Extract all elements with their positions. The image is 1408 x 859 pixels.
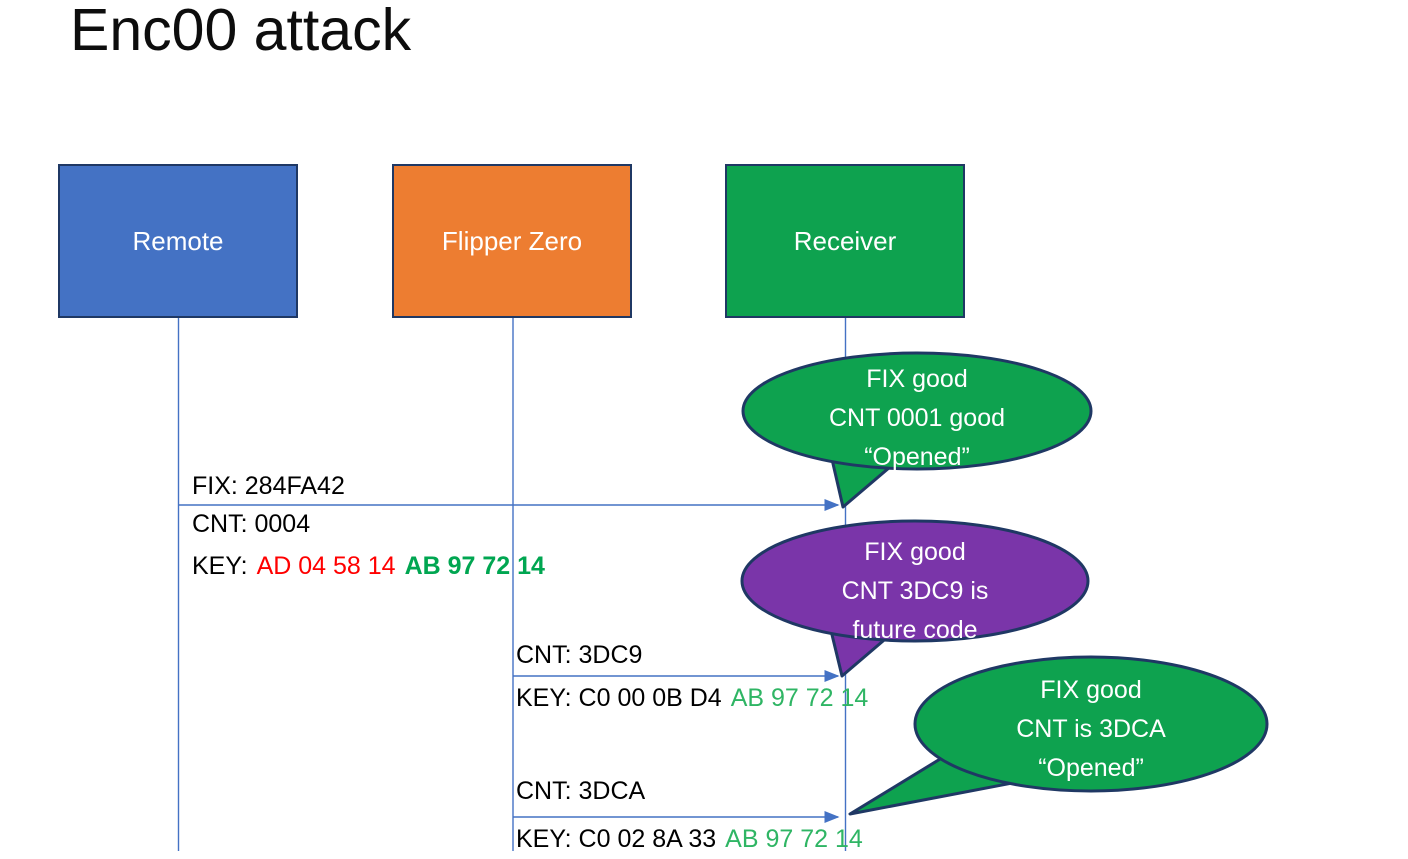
speech-bubble-3 <box>848 655 1269 816</box>
speech-bubble-2-text: FIX good CNT 3DC9 is future code <box>739 533 1091 650</box>
actor-label-receiver: Receiver <box>793 225 897 256</box>
actor-box-flipper-zero: Flipper Zero <box>392 164 632 318</box>
message-3-key-hex2: AB 97 72 14 <box>725 825 863 853</box>
message-2-key-hex2: AB 97 72 14 <box>730 684 869 712</box>
message-1-cnt-label: CNT: 0004 <box>192 510 311 538</box>
message-3-key-label: KEY: C0 02 8A 33 AB 97 72 14 <box>516 825 863 854</box>
message-3-key-prefix: KEY: C0 02 8A 33 <box>516 825 717 853</box>
bubble-1-line-1: FIX good <box>866 365 968 393</box>
bubble-3-line-1: FIX good <box>1040 676 1142 704</box>
speech-bubble-1-text: FIX good CNT 0001 good “Opened” <box>741 360 1093 477</box>
message-1-key-prefix: KEY: <box>192 552 248 580</box>
speech-bubble-2 <box>740 519 1090 678</box>
bubble-2-line-1: FIX good <box>864 538 966 566</box>
message-1-key-hex1: AD 04 58 14 <box>256 552 396 580</box>
bubble-2-line-3: future code <box>852 616 978 644</box>
bubble-1-line-2: CNT 0001 good <box>828 404 1006 432</box>
bubble-2-line-2: CNT 3DC9 is <box>841 577 989 605</box>
message-3-cnt-label: CNT: 3DCA <box>516 777 646 805</box>
actor-label-remote: Remote <box>132 225 224 256</box>
bubble-1-line-3: “Opened” <box>864 443 970 471</box>
actor-label-flipper-zero: Flipper Zero <box>441 225 583 256</box>
actor-box-remote: Remote <box>58 164 298 318</box>
bubble-3-line-2: CNT is 3DCA <box>1016 715 1166 743</box>
page-title: Enc00 attack <box>70 0 412 63</box>
message-2-cnt-label: CNT: 3DC9 <box>516 641 643 669</box>
actor-box-receiver: Receiver <box>725 164 965 318</box>
bubble-3-line-3: “Opened” <box>1038 754 1144 782</box>
speech-bubble-3-text: FIX good CNT is 3DCA “Opened” <box>915 671 1267 788</box>
message-2-key-label: KEY: C0 00 0B D4 AB 97 72 14 <box>516 684 868 713</box>
message-1-fix-label: FIX: 284FA42 <box>192 472 345 500</box>
message-1-key-hex2: AB 97 72 14 <box>404 552 545 580</box>
speech-bubble-1 <box>741 351 1093 509</box>
message-2-key-prefix: KEY: C0 00 0B D4 <box>516 684 722 712</box>
message-1-key-label: KEY: AD 04 58 14 AB 97 72 14 <box>192 552 545 581</box>
